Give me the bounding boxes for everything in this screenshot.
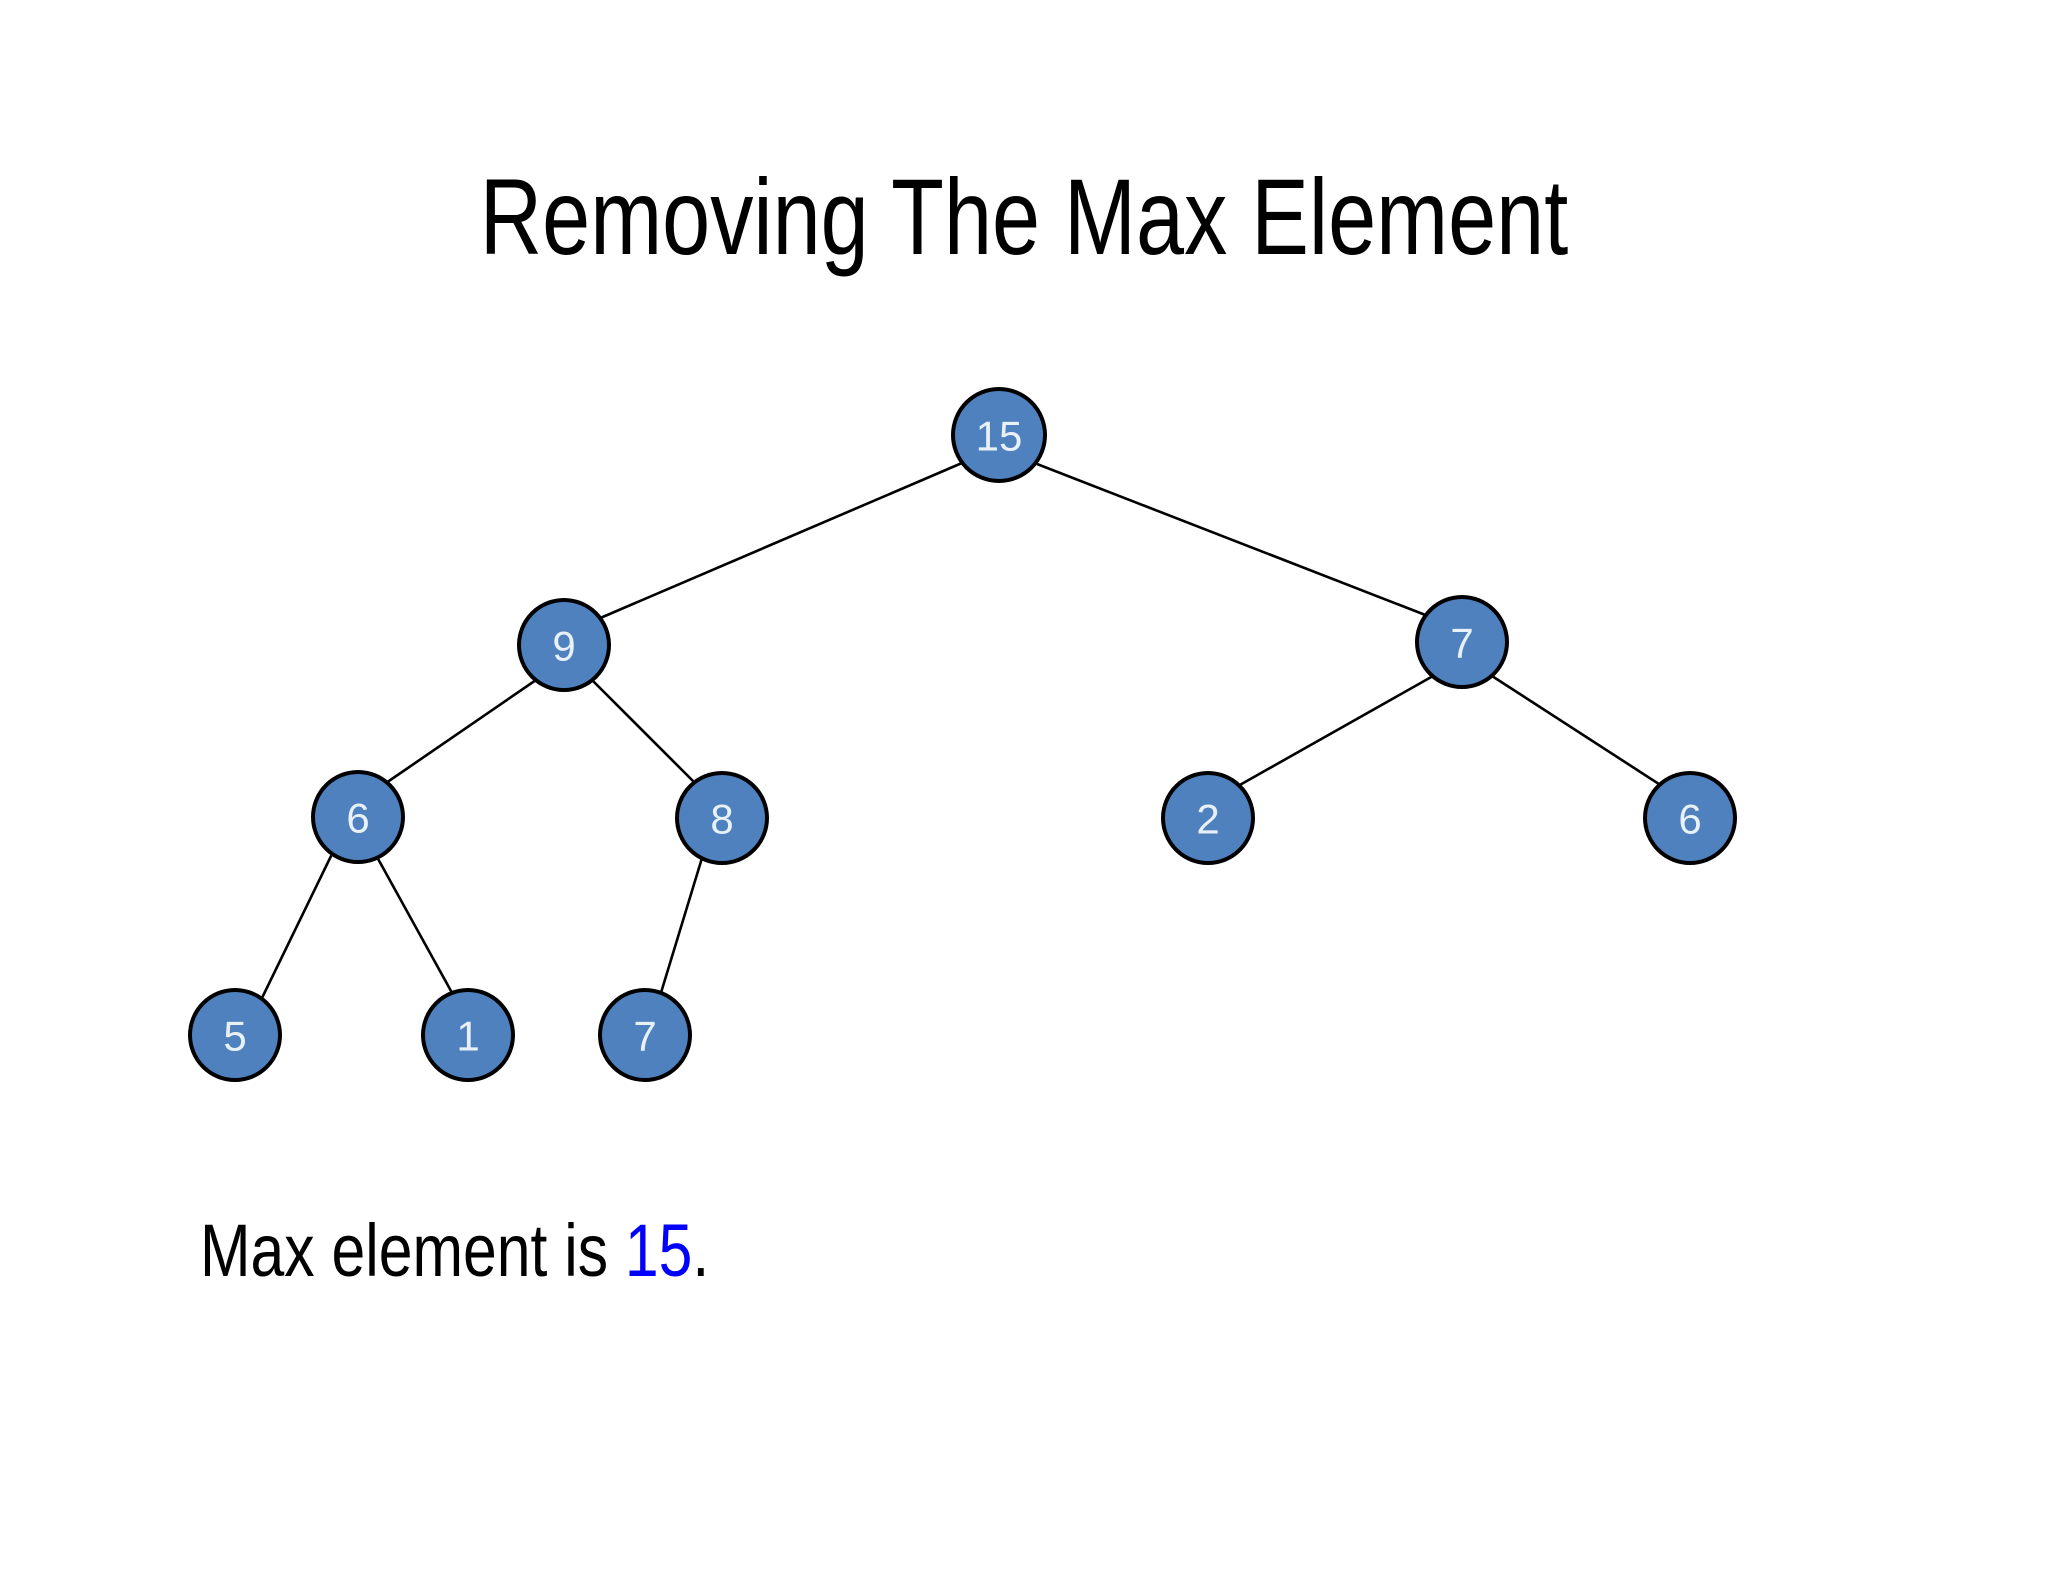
caption-highlight-value: 15 (624, 1209, 693, 1292)
node-circle-leaf-5 (188, 988, 282, 1082)
caption-text: Max element is 15. (200, 1210, 1184, 1291)
tree-edge-left-left-to-leaf-5 (259, 853, 334, 1001)
node-label-left: 9 (552, 623, 575, 670)
tree-nodes-group: 15 9 7 6 8 2 6 5 1 7 (188, 387, 1737, 1082)
caption-prefix: Max element is (200, 1209, 625, 1292)
tree-edges-group (259, 461, 1663, 1001)
node-circle-left-left (311, 770, 405, 864)
tree-node-leaf-5: 5 (188, 988, 282, 1082)
tree-edge-right-to-right-right (1491, 674, 1663, 788)
node-circle-right-right (1643, 771, 1737, 865)
tree-edge-left-right-to-leaf-7 (658, 857, 704, 997)
tree-node-right-left: 2 (1161, 771, 1255, 865)
tree-edge-left-to-left-right (591, 679, 697, 785)
node-circle-leaf-7 (598, 988, 692, 1082)
tree-edge-left-left-to-leaf-1 (375, 856, 458, 1001)
tree-node-root: 15 (951, 387, 1047, 483)
node-label-left-right: 8 (710, 796, 733, 843)
node-label-leaf-7: 7 (633, 1013, 656, 1060)
node-circle-leaf-1 (421, 988, 515, 1082)
node-label-leaf-1: 1 (456, 1013, 479, 1060)
tree-node-right: 7 (1415, 595, 1509, 689)
node-label-root: 15 (976, 413, 1023, 460)
node-label-leaf-5: 5 (223, 1013, 246, 1060)
node-circle-right (1415, 595, 1509, 689)
node-circle-root (951, 387, 1047, 483)
tree-edge-right-to-right-left (1237, 674, 1434, 788)
tree-edge-root-to-right (1036, 462, 1429, 618)
tree-node-leaf-1: 1 (421, 988, 515, 1082)
tree-node-left-left: 6 (311, 770, 405, 864)
tree-node-right-right: 6 (1643, 771, 1737, 865)
caption-suffix: . (692, 1209, 710, 1292)
page-title: Removing The Max Element (479, 156, 1569, 277)
node-label-left-left: 6 (346, 795, 369, 842)
tree-node-leaf-7: 7 (598, 988, 692, 1082)
node-circle-right-left (1161, 771, 1255, 865)
node-label-right-left: 2 (1196, 796, 1219, 843)
node-label-right: 7 (1450, 620, 1473, 667)
node-circle-left-right (675, 771, 769, 865)
tree-edge-left-to-left-left (385, 678, 537, 785)
node-label-right-right: 6 (1678, 796, 1701, 843)
tree-node-left: 9 (517, 598, 611, 692)
node-circle-left (517, 598, 611, 692)
tree-node-left-right: 8 (675, 771, 769, 865)
tree-edge-root-to-left (597, 461, 963, 621)
